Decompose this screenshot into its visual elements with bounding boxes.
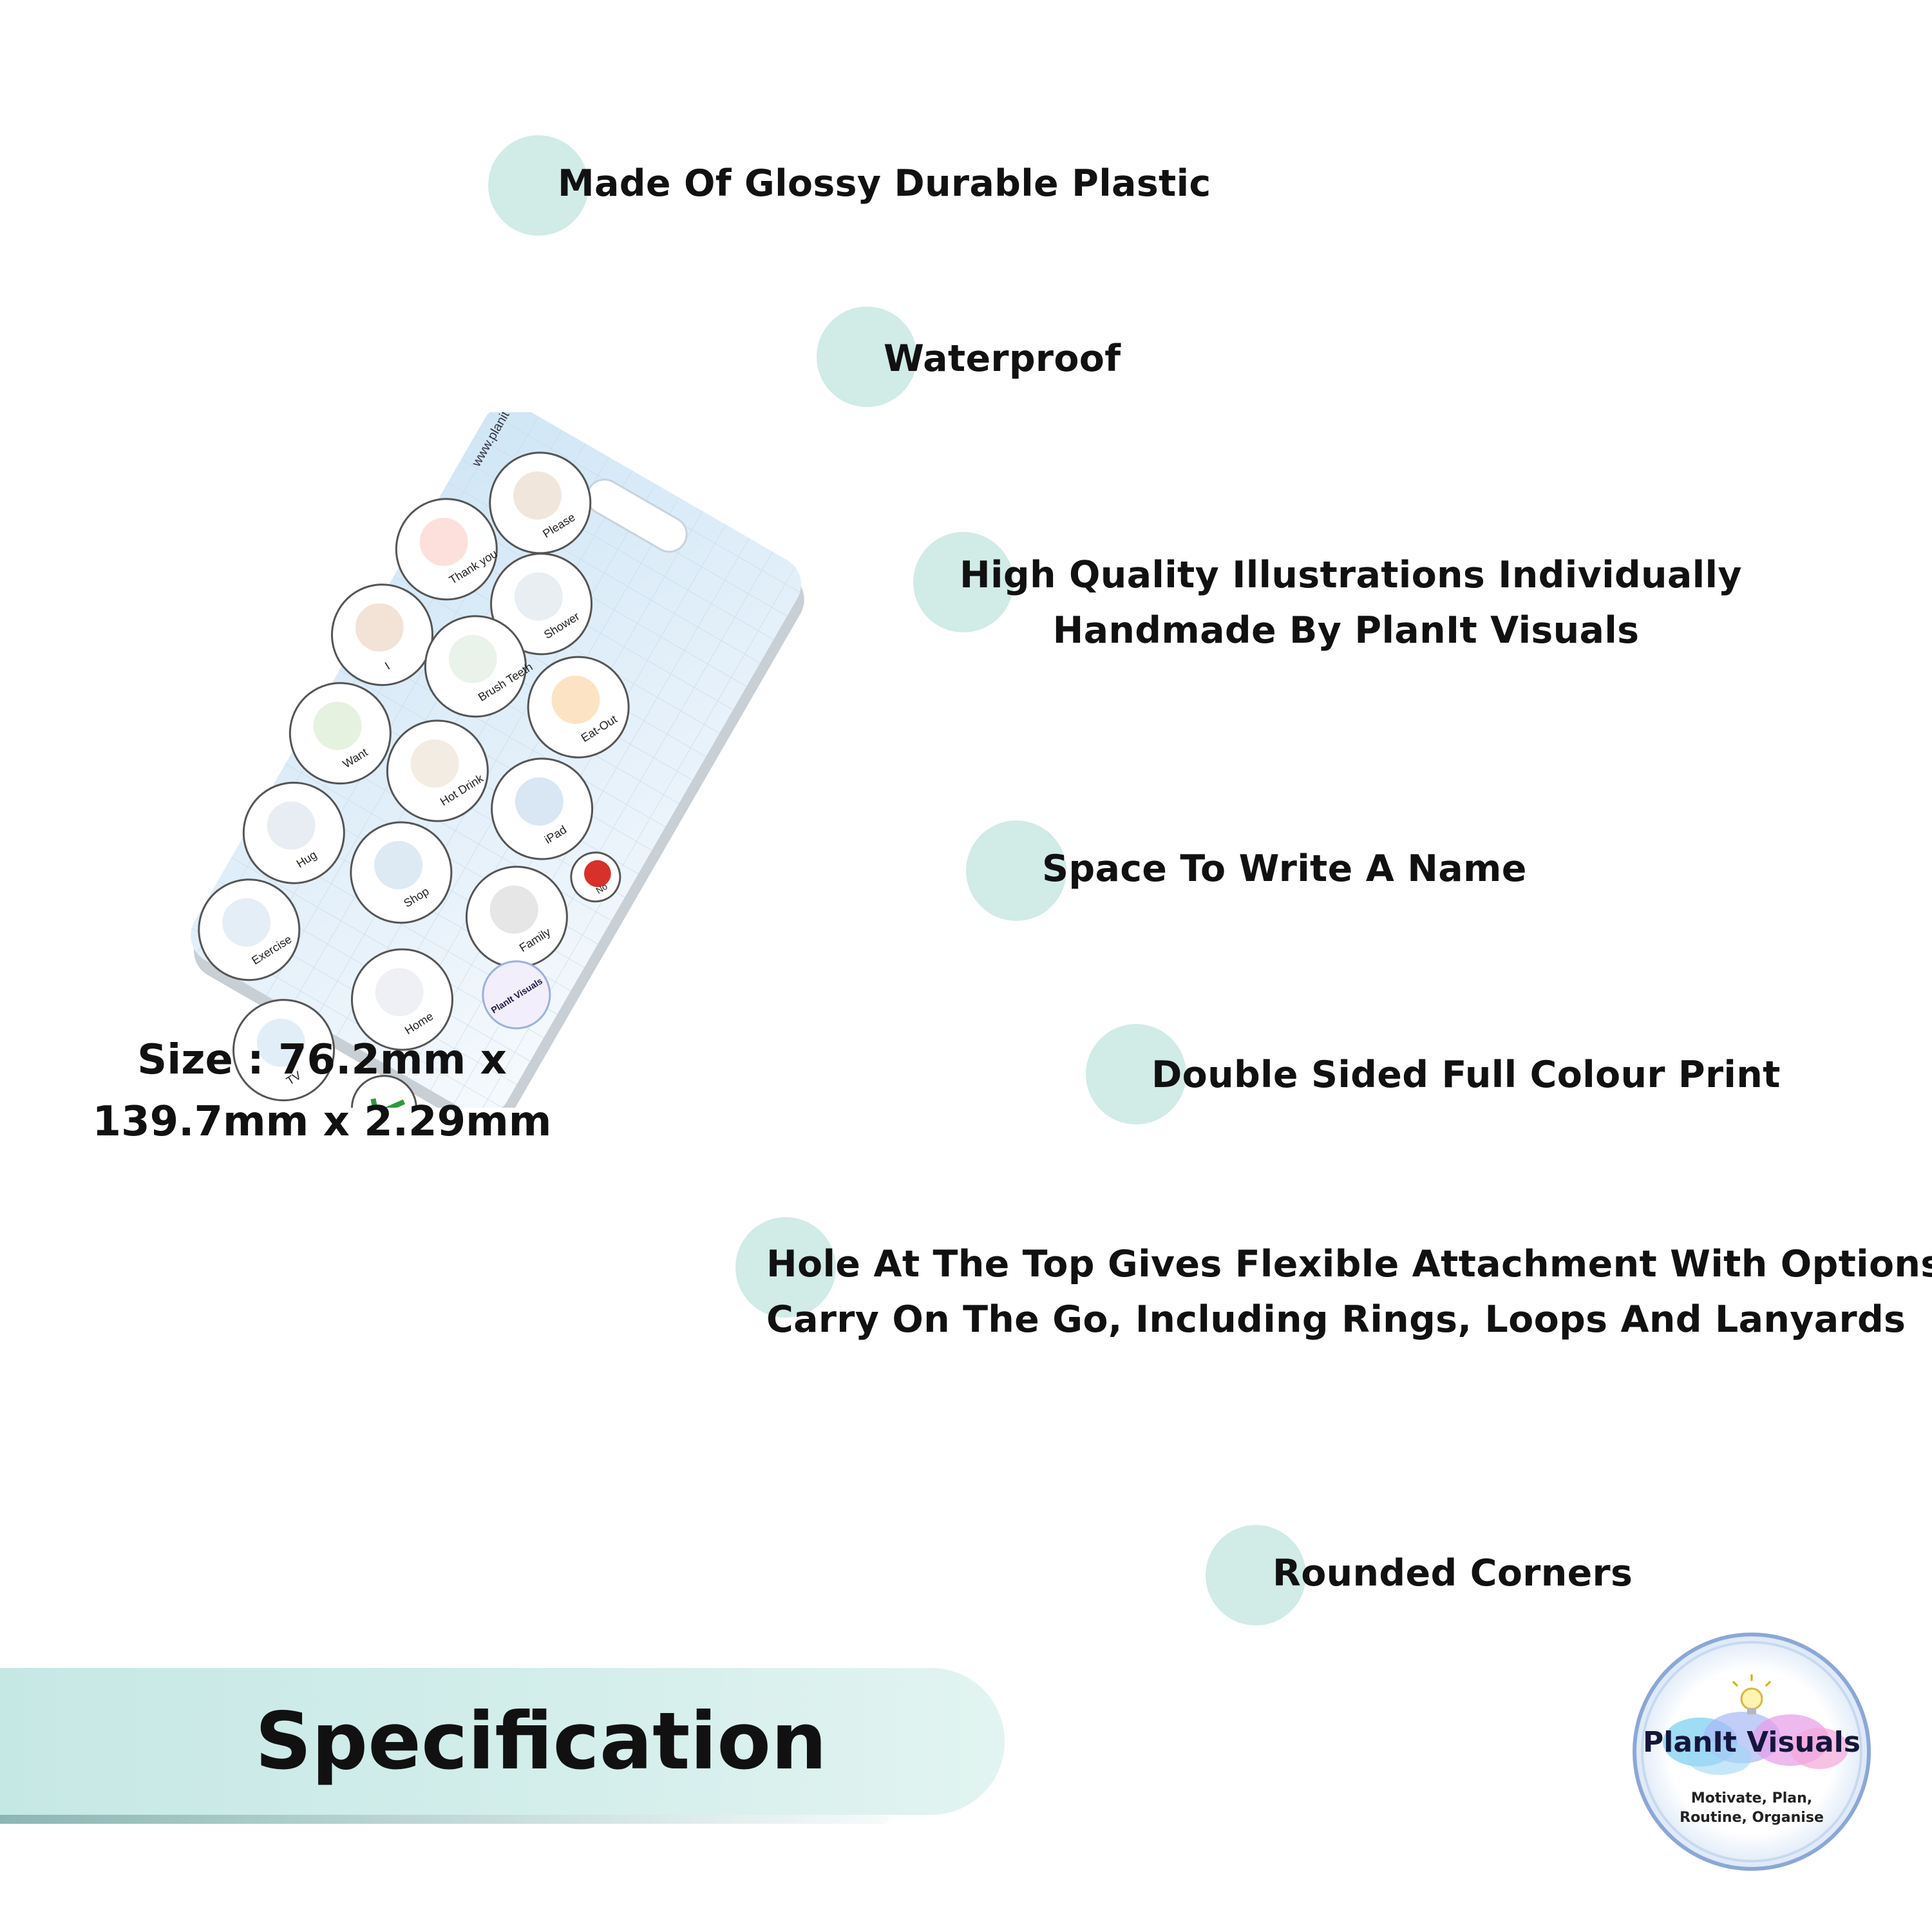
specification-title: Specification: [255, 1696, 827, 1787]
feature-text: Hole At The Top Gives Flexible Attachmen…: [766, 1236, 1932, 1347]
bullet-dot-icon: [488, 135, 589, 236]
size-line: 139.7mm x 2.29mm: [92, 1098, 552, 1146]
feature-line: High Quality Illustrations Individually: [960, 554, 1742, 596]
symbol-i: I: [330, 583, 433, 687]
feature-text: Rounded Corners: [1273, 1552, 1633, 1595]
symbol-tv: TV: [232, 999, 336, 1102]
symbol-hug: Hug: [242, 781, 345, 884]
card-logo: PlanIt Visuals: [482, 960, 551, 1030]
logo-tagline-line: Motivate, Plan,: [1690, 1790, 1813, 1806]
feature-text: High Quality Illustrations Individually …: [960, 547, 1742, 658]
specification-banner: [0, 1668, 1005, 1815]
planit-visuals-logo: PlanIt Visuals Motivate, Plan, Routine, …: [1629, 1629, 1874, 1874]
symbol-family: Family: [465, 866, 568, 969]
banner-underline: [0, 1815, 889, 1824]
feature-line: Hole At The Top Gives Flexible Attachmen…: [766, 1243, 1932, 1285]
symbol-hot-drink: Hot Drink: [386, 719, 489, 822]
symbol-exercise: Exercise: [198, 878, 301, 981]
bullet-dot-icon: [735, 1217, 836, 1318]
bullet-dot-icon: [817, 307, 917, 407]
bullet-dot-icon: [1086, 1024, 1186, 1124]
symbol-home: Home: [350, 948, 453, 1051]
symbol-shop: Shop: [350, 821, 453, 924]
bullet-dot-icon: [1206, 1525, 1306, 1625]
symbol-thank-you: Thank you: [395, 498, 500, 601]
feature-text: Double Sided Full Colour Print: [1151, 1054, 1781, 1096]
size-line: Size : 76.2mm x: [137, 1036, 507, 1084]
feature-line: Handmade By PlanIt Visuals: [1052, 609, 1640, 652]
lightbulb-icon: [1732, 1674, 1772, 1714]
bullet-dot-icon: [913, 532, 1014, 632]
symbol-yes: Yes: [350, 1075, 417, 1108]
bullet-dot-icon: [966, 820, 1066, 921]
logo-badge-icon: [1633, 1633, 1871, 1871]
feature-text: Waterproof: [884, 337, 1121, 380]
logo-brand-name: PlanIt Visuals: [1643, 1726, 1861, 1759]
feature-line: Carry On The Go, Including Rings, Loops …: [766, 1298, 1906, 1341]
symbol-ipad: iPad: [491, 757, 594, 860]
feature-text: Space To Write A Name: [1042, 848, 1527, 890]
symbol-please: Please: [489, 451, 592, 554]
symbol-want: Want: [289, 682, 392, 785]
logo-tagline-line: Routine, Organise: [1680, 1810, 1824, 1826]
symbol-brush-teeth: Brush Teeth: [424, 615, 535, 718]
symbol-no: No: [570, 851, 621, 903]
size-spec: Size : 76.2mm x 139.7mm x 2.29mm: [64, 1029, 580, 1153]
card-hole: [586, 478, 688, 553]
symbol-eat-out: Eat-Out: [527, 656, 630, 759]
feature-text: Made Of Glossy Durable Plastic: [558, 162, 1211, 205]
logo-tagline: Motivate, Plan, Routine, Organise: [1629, 1789, 1874, 1828]
